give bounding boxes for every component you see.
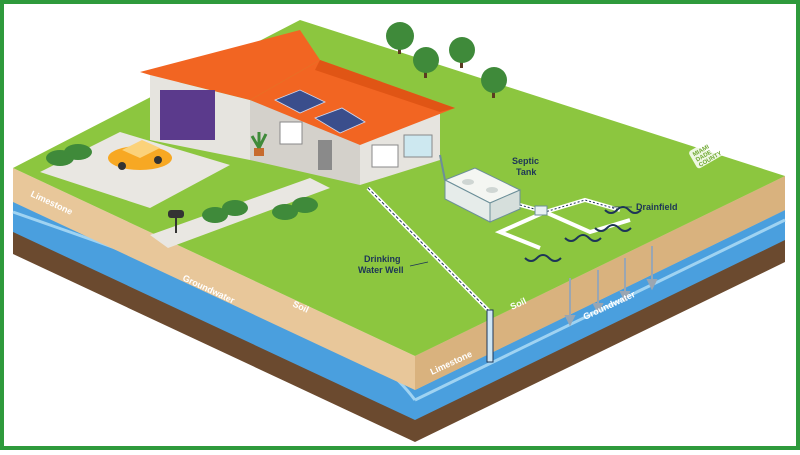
window-side [371,144,399,168]
tree-icon [386,22,507,98]
groundwater-layer [13,196,785,420]
drainfield-pipe-icon [494,197,631,250]
solar-panel-icon [274,89,366,134]
label-drinking: Drinking [364,254,401,264]
car-icon [108,140,172,170]
well-pipe-icon [366,186,494,363]
well-leader [409,261,429,267]
label-water-well: Water Well [358,265,404,275]
mailbox-icon [168,210,184,233]
bush-icon [46,144,318,223]
window-front [279,121,303,145]
county-logo-icon: MIAMI DADE COUNTY [689,133,732,169]
soil-layer-right [415,176,785,390]
window-bath [403,134,433,158]
garage-door [160,90,215,140]
bedrock-layer [13,222,785,442]
label-drainfield: Drainfield [636,202,678,212]
water-wave-right [414,218,786,402]
label-tank: Tank [516,167,537,177]
front-door [318,140,332,170]
label-septic: Septic [512,156,539,166]
flow-arrow-icon [564,246,658,327]
sewer-pipe [439,154,446,181]
septic-tank-icon [443,167,522,223]
plant-icon [250,132,268,156]
